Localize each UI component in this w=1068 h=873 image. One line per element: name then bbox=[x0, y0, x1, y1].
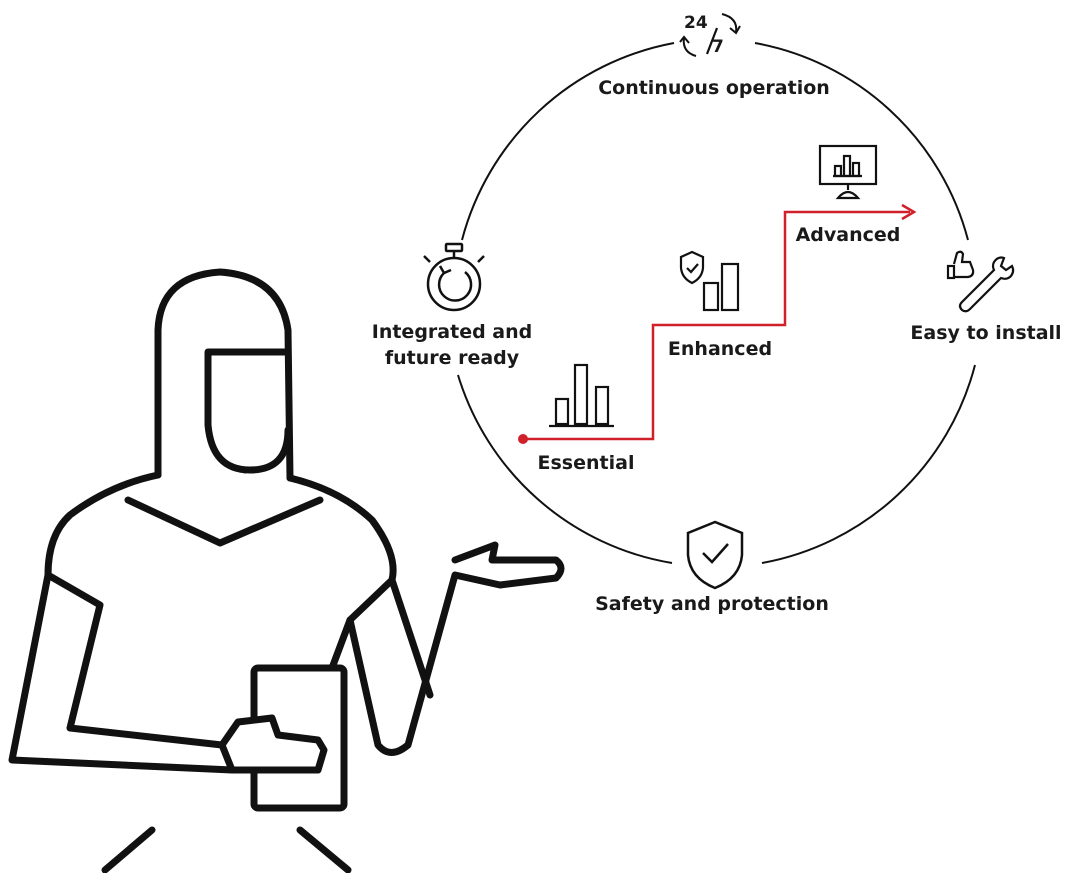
icon-7-text: 7 bbox=[712, 37, 724, 57]
figure-face bbox=[204, 348, 292, 474]
label-integrated-line1: Integrated and bbox=[372, 321, 533, 343]
bar-chart-icon bbox=[549, 363, 614, 428]
label-safety-and-protection: Safety and protection bbox=[595, 593, 829, 615]
figure-holding-hand bbox=[218, 714, 328, 774]
figure-collar bbox=[124, 496, 324, 547]
label-integrated-line2: future ready bbox=[385, 347, 520, 369]
step-label-enhanced: Enhanced bbox=[668, 338, 772, 360]
label-continuous-operation: Continuous operation bbox=[598, 77, 830, 99]
figure-torso bbox=[44, 471, 226, 749]
step-label-essential: Essential bbox=[538, 452, 635, 474]
progression-path bbox=[518, 203, 917, 444]
label-easy-to-install: Easy to install bbox=[910, 322, 1061, 344]
clock-24-7-icon: 24 7 bbox=[679, 13, 741, 57]
stopwatch-icon bbox=[423, 242, 485, 312]
figure-hair bbox=[154, 268, 294, 482]
figure-right-arm bbox=[346, 541, 565, 756]
shield-chart-icon bbox=[679, 250, 740, 312]
monitor-chart-icon bbox=[818, 144, 878, 200]
step-label-advanced: Advanced bbox=[796, 224, 901, 246]
figure-left-arm bbox=[8, 571, 236, 774]
shield-check-icon bbox=[686, 520, 744, 590]
icon-24-text: 24 bbox=[684, 13, 708, 33]
progression-arrowhead bbox=[901, 203, 917, 221]
woman-with-tablet-illustration bbox=[8, 268, 565, 873]
cycle-circle bbox=[457, 42, 976, 564]
thumbs-up-wrench-icon bbox=[946, 250, 1015, 313]
